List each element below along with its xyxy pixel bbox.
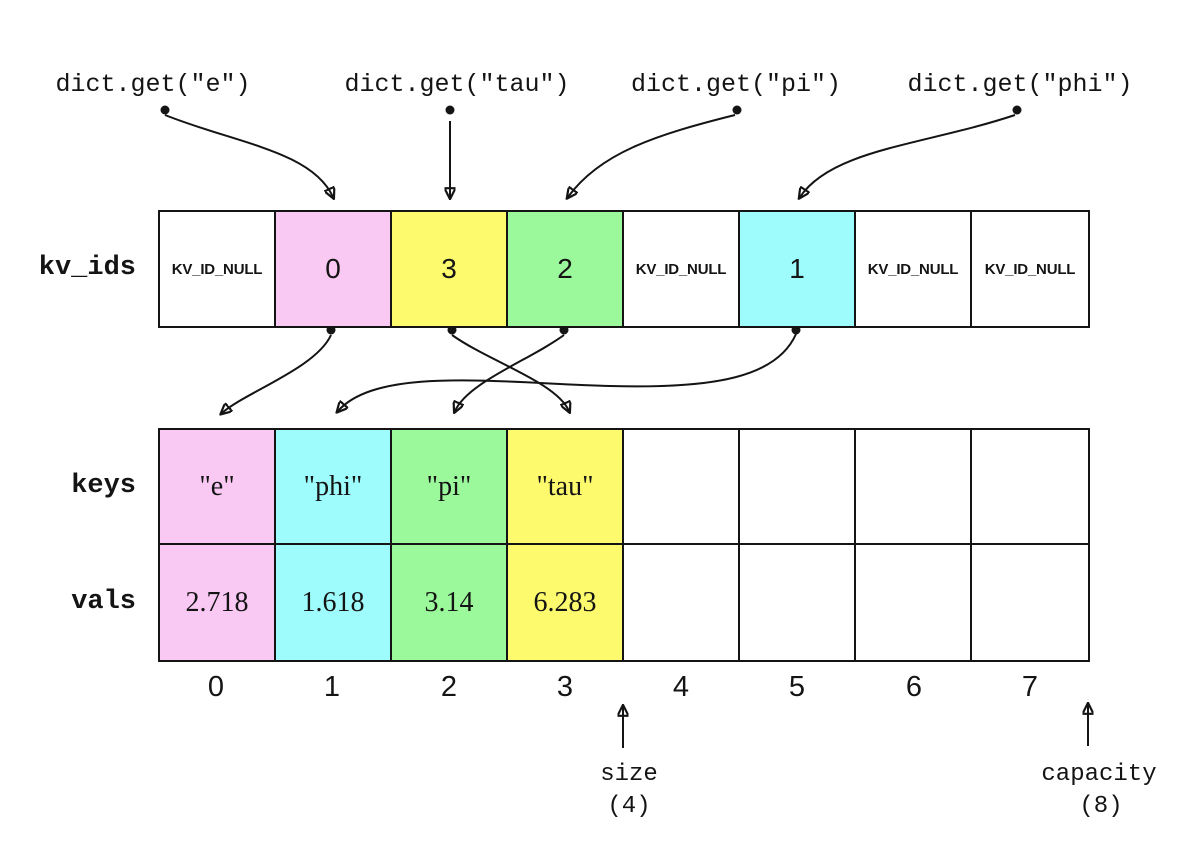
arrow-slot-3-to-keys-2 [455, 334, 565, 411]
label-dict-get-e: dict.get("e") [55, 70, 251, 99]
label-dict-get-pi: dict.get("pi") [630, 70, 842, 99]
keys-cell-7 [972, 430, 1088, 545]
index-label-2: 2 [440, 671, 458, 703]
keys-array-label: keys [71, 471, 136, 501]
vals-cell-3: 6.283 [508, 545, 624, 660]
arrow-origin-dot [160, 105, 170, 115]
size-value: (4) [607, 793, 651, 820]
arrow-slot-5-to-keys-1 [338, 333, 797, 411]
index-label-6: 6 [905, 671, 923, 703]
kv-ids-cell-4: KV_ID_NULL [624, 212, 740, 326]
kv-ids-array: KV_ID_NULL 0 3 2 KV_ID_NULL 1 KV_ID_NULL… [158, 210, 1090, 328]
kv-ids-cell-6: KV_ID_NULL [856, 212, 972, 326]
arrow-dict-get-e-to-slot-1 [164, 114, 333, 197]
keys-cell-2: "pi" [392, 430, 508, 545]
kv-ids-cell-7: KV_ID_NULL [972, 212, 1088, 326]
kv-ids-cell-2: 3 [392, 212, 508, 326]
index-label-1: 1 [323, 671, 341, 703]
keys-cell-1: "phi" [276, 430, 392, 545]
vals-cell-5 [740, 545, 856, 660]
kv-ids-cell-3: 2 [508, 212, 624, 326]
keys-vals-array: "e" "phi" "pi" "tau" 2.718 1.618 3.14 6.… [158, 428, 1090, 662]
keys-cell-0: "e" [160, 430, 276, 545]
index-label-7: 7 [1021, 671, 1039, 703]
vals-cell-7 [972, 545, 1088, 660]
kv-ids-cell-1: 0 [276, 212, 392, 326]
vals-cell-1: 1.618 [276, 545, 392, 660]
vals-cell-6 [856, 545, 972, 660]
index-label-3: 3 [556, 671, 574, 703]
keys-cell-4 [624, 430, 740, 545]
keys-cell-6 [856, 430, 972, 545]
vals-cell-0: 2.718 [160, 545, 276, 660]
kv-ids-array-label: kv_ids [38, 253, 136, 283]
index-label-5: 5 [788, 671, 806, 703]
label-dict-get-phi: dict.get("phi") [907, 70, 1133, 99]
keys-cell-5 [740, 430, 856, 545]
capacity-value: (8) [1079, 793, 1123, 820]
vals-cell-4 [624, 545, 740, 660]
arrow-slot-1-to-keys-0 [222, 334, 332, 413]
vals-array-label: vals [71, 587, 136, 617]
index-label-0: 0 [207, 671, 225, 703]
index-label-4: 4 [672, 671, 690, 703]
arrow-dict-get-phi-to-slot-5 [800, 114, 1016, 197]
capacity-label: capacity [1041, 761, 1157, 788]
arrow-origin-dot [1012, 105, 1022, 115]
arrow-origin-dot [732, 105, 742, 115]
size-label: size [600, 761, 658, 788]
arrow-dict-get-pi-to-slot-3 [568, 114, 736, 197]
kv-ids-cell-0: KV_ID_NULL [160, 212, 276, 326]
vals-cell-2: 3.14 [392, 545, 508, 660]
label-dict-get-tau: dict.get("tau") [344, 70, 570, 99]
keys-cell-3: "tau" [508, 430, 624, 545]
arrow-slot-2-to-keys-3 [451, 334, 569, 411]
arrow-origin-dot [445, 105, 455, 115]
kv-ids-cell-5: 1 [740, 212, 856, 326]
